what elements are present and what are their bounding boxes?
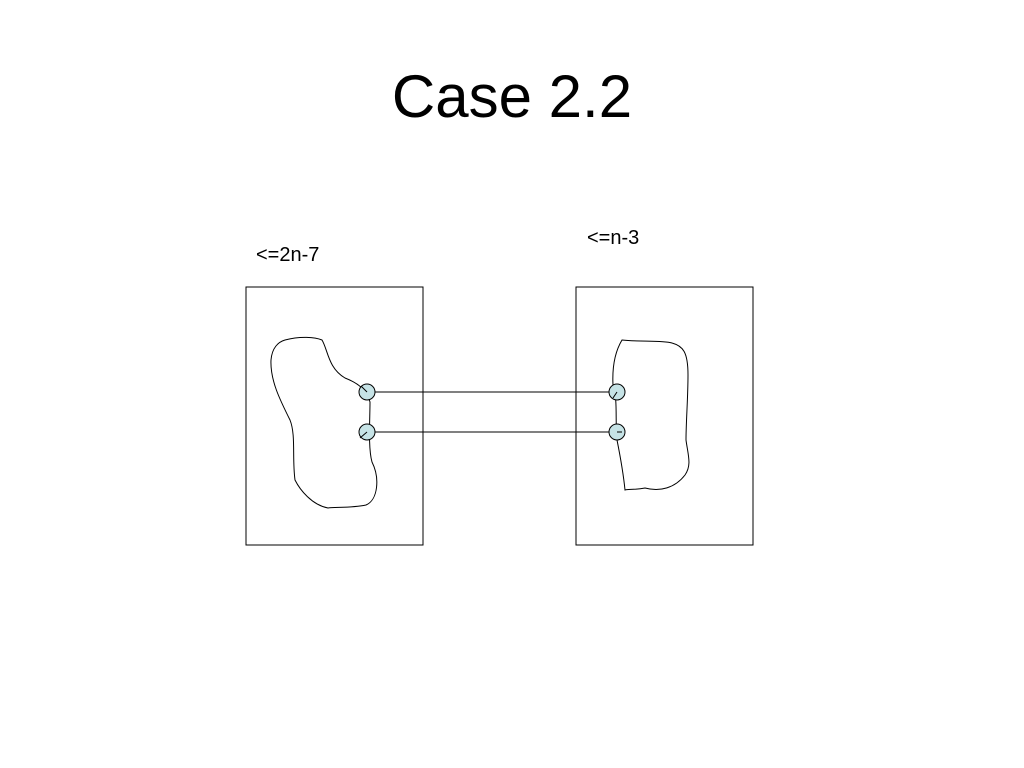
left-partition-box (245, 286, 424, 546)
left-partition-label: <=2n-7 (256, 244, 319, 266)
right-top-tick (612, 391, 618, 399)
right-blob-region (612, 339, 690, 491)
left-top-tick (360, 385, 368, 393)
right-partition-box (575, 286, 754, 546)
left-blob-region (270, 336, 378, 509)
right-partition-label: <=n-3 (587, 227, 639, 249)
left-bottom-tick (359, 431, 368, 439)
slide-title: Case 2.2 (391, 63, 633, 130)
